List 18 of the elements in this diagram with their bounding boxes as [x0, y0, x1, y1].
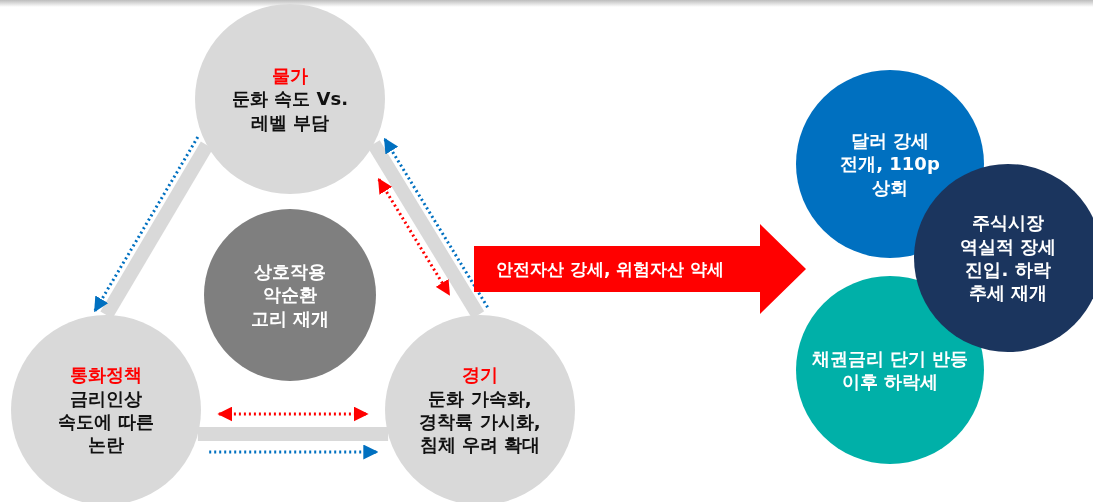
dotted-arrow	[93, 136, 200, 313]
circle-text: 주식시장 역실적 장세 진입. 하락 추세 재개	[958, 211, 1058, 305]
circle-text: 달러 강세 전개, 110p 상회	[839, 128, 941, 200]
circle-title: 물가	[272, 63, 308, 88]
connector-band	[197, 427, 389, 441]
circle-text: 둔화 속도 Vs. 레벨 부담	[231, 87, 349, 135]
circle-text: 채권금리 단기 반등 이후 하락세	[810, 346, 970, 394]
arrow-label: 안전자산 강세, 위험자산 약세	[496, 257, 725, 281]
block-arrow	[474, 224, 806, 314]
circle-text: 상호작용 악순환 고리 재개	[249, 259, 331, 331]
circle-title: 통화정책	[70, 363, 142, 387]
circle-text: 금리인상 속도에 따른 논란	[56, 386, 156, 457]
dotted-arrow	[209, 444, 379, 460]
dotted-arrow	[377, 177, 451, 296]
dotted-arrow	[217, 406, 369, 422]
dotted-arrow	[383, 137, 489, 309]
circle-title: 경기	[462, 363, 498, 387]
circle-text: 둔화 가속화, 경착륙 가시화, 침체 우려 확대	[418, 386, 542, 457]
